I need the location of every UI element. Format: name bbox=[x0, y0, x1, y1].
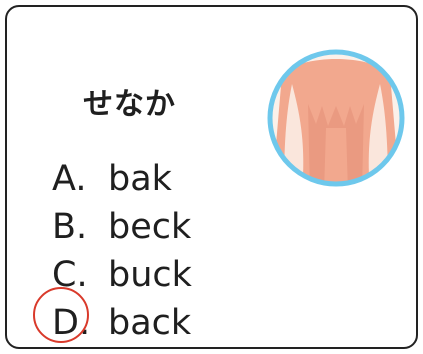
option-text: buck bbox=[108, 255, 192, 295]
quiz-card: せなか A.bak B.beck C.buck bbox=[5, 5, 418, 349]
option-letter: A. bbox=[52, 159, 87, 199]
option-text: back bbox=[108, 303, 192, 343]
option-letter: B. bbox=[52, 207, 88, 247]
question-word: せなか bbox=[83, 87, 176, 122]
option-b[interactable]: B. beck bbox=[52, 203, 192, 251]
correct-answer-circle bbox=[33, 287, 89, 343]
option-a[interactable]: A. bak bbox=[52, 155, 192, 203]
option-text: beck bbox=[108, 207, 192, 247]
back-illustration-icon bbox=[267, 49, 405, 187]
answer-options: A.bak B.beck C.buck D.back bbox=[52, 155, 192, 347]
option-text: bak bbox=[108, 159, 172, 199]
